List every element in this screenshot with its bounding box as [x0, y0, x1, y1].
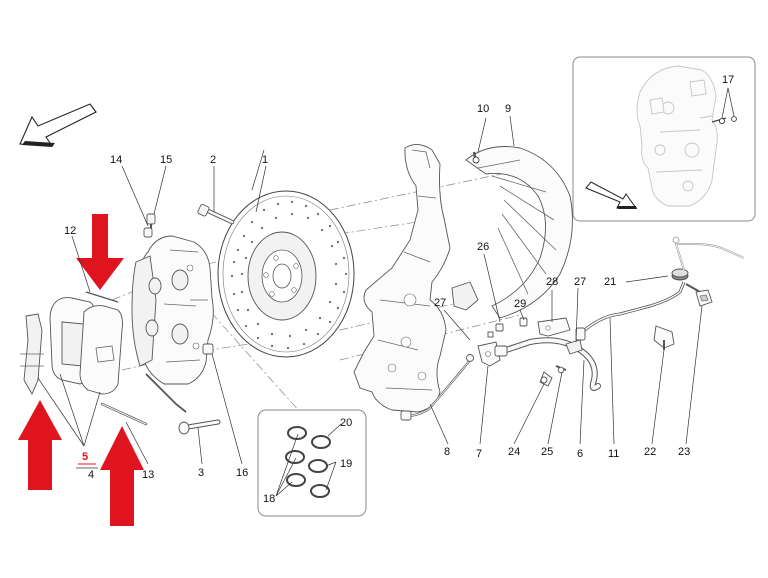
disc-cross-drill-pattern — [230, 200, 348, 350]
caliper-screw-3 — [178, 419, 221, 435]
callout-22: 22 — [644, 446, 656, 458]
callout-27a: 27 — [434, 297, 446, 309]
hose-clips — [539, 365, 567, 387]
caliper-bolt-2 — [197, 203, 235, 225]
bracket-28 — [537, 317, 571, 337]
callout-12: 12 — [64, 225, 76, 237]
callout-2: 2 — [210, 154, 216, 166]
direction-arrow-main — [19, 103, 97, 147]
callout-leaders — [37, 115, 703, 497]
callout-26: 26 — [477, 241, 489, 253]
callout-11: 11 — [608, 448, 619, 460]
dust-shield — [451, 146, 573, 319]
callout-13: 13 — [142, 469, 154, 481]
callout-9: 9 — [505, 103, 511, 115]
callout-8: 8 — [444, 446, 450, 458]
highlight-arrow-right — [100, 426, 144, 526]
bleeder-valves — [143, 213, 156, 238]
callout-20: 20 — [340, 417, 352, 429]
hose-bracket — [477, 323, 504, 367]
inset-caliper-drawing — [636, 65, 718, 207]
rigid-brake-line — [672, 236, 745, 271]
callout-28: 28 — [546, 276, 558, 288]
wear-sensor-cable — [575, 268, 701, 341]
callout-3: 3 — [198, 467, 204, 479]
callout-27b: 27 — [574, 276, 586, 288]
brake-caliper — [131, 235, 214, 385]
callout-6: 6 — [577, 448, 583, 460]
callout-21: 21 — [604, 276, 616, 288]
clip-27 — [565, 339, 583, 355]
brake-hose — [494, 337, 601, 391]
callout-19: 19 — [340, 458, 352, 470]
shield-bolt-10 — [472, 151, 480, 164]
callout-5: 5 — [82, 451, 88, 463]
sensor-connector — [695, 289, 713, 307]
callout-1: 1 — [262, 154, 268, 166]
brake-pipe — [400, 354, 474, 421]
brake-disc — [217, 190, 355, 358]
inset-panel: 17 — [572, 56, 756, 222]
seal-kit-box — [257, 409, 367, 517]
bush-16 — [202, 343, 214, 355]
highlight-arrow-left — [18, 400, 62, 490]
callout-18: 18 — [263, 493, 275, 505]
wheel-speed-sensor — [653, 325, 675, 350]
callout-10: 10 — [477, 103, 489, 115]
inset-bleeder-parts — [711, 87, 737, 125]
callout-14: 14 — [110, 154, 122, 166]
callout-4: 4 — [88, 469, 94, 481]
callout-17: 17 — [722, 74, 734, 86]
callout-16: 16 — [236, 467, 248, 479]
highlight-arrow-top — [76, 214, 124, 290]
direction-arrow-inset — [585, 181, 637, 209]
brake-pads-kit — [20, 291, 187, 426]
callout-15: 15 — [160, 154, 172, 166]
callout-25: 25 — [541, 446, 553, 458]
callout-7: 7 — [476, 448, 482, 460]
callout-labels: 1 2 3 4 5 6 7 8 9 10 11 12 13 14 15 16 1… — [64, 103, 690, 505]
callout-24: 24 — [508, 446, 520, 458]
callout-29: 29 — [514, 298, 526, 310]
callout-23: 23 — [678, 446, 690, 458]
steering-knuckle — [353, 144, 451, 413]
